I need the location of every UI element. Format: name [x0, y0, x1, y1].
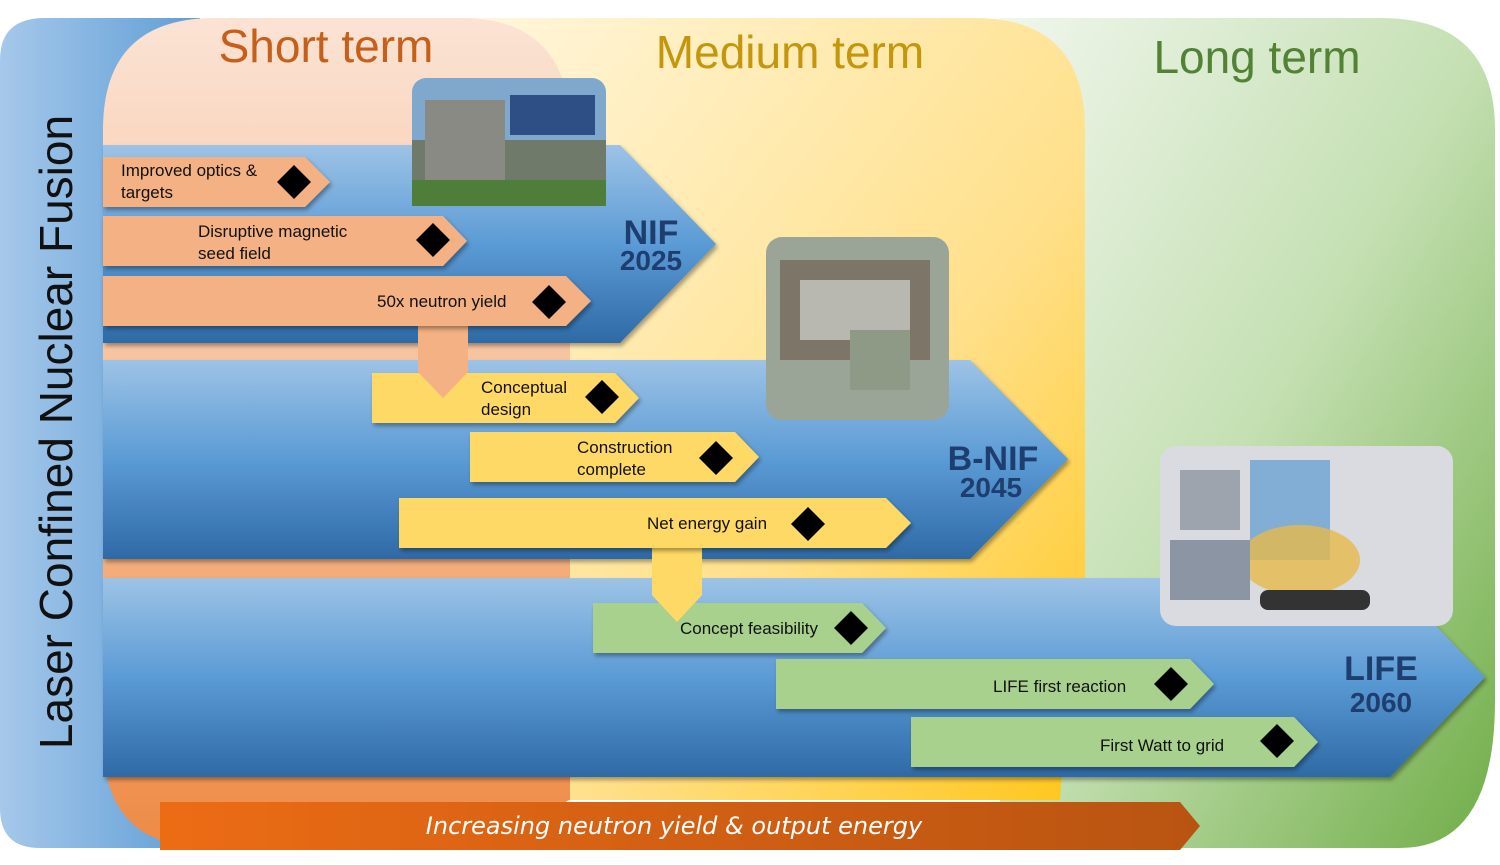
milestone-first-watt — [911, 717, 1318, 767]
bottom-progress-arrow — [160, 802, 1200, 850]
milestone-label: Conceptual — [481, 378, 567, 397]
milestone-label: Disruptive magnetic — [198, 222, 348, 241]
milestone-diamond-icon — [1154, 667, 1188, 701]
milestone-diamond-icon — [699, 441, 733, 475]
side-title: Laser Confined Nuclear Fusion — [30, 115, 82, 749]
milestone-label: 50x neutron yield — [377, 292, 506, 311]
milestone-construction-complete — [470, 432, 759, 482]
connector-bnif-to-life-tip — [652, 595, 702, 622]
milestone-label: Net energy gain — [647, 514, 767, 533]
phase-title-long: Long term — [1153, 31, 1360, 83]
milestone-improved-optics — [103, 157, 330, 207]
bnif-facility-image — [766, 237, 949, 420]
program-name-life: LIFE — [1344, 650, 1418, 688]
milestone-life-first-reaction — [776, 659, 1214, 709]
milestone-label: design — [481, 400, 531, 419]
program-year-nif: 2025 — [620, 245, 682, 276]
milestone-diamond-icon — [277, 165, 311, 199]
milestone-magnetic-seed — [103, 216, 467, 266]
milestone-diamond-icon — [834, 611, 868, 645]
milestone-diamond-icon — [791, 507, 825, 541]
milestone-label: First Watt to grid — [1100, 736, 1224, 755]
milestone-diamond-icon — [1260, 724, 1294, 758]
milestone-label: Concept feasibility — [680, 619, 818, 638]
milestone-neutron-yield — [103, 276, 591, 326]
phase-title-short: Short term — [219, 20, 434, 72]
program-name-nif: NIF — [624, 214, 679, 252]
phase-title-medium: Medium term — [656, 26, 924, 78]
milestone-diamond-icon — [585, 380, 619, 414]
milestone-label: seed field — [198, 244, 271, 263]
milestone-net-energy-gain — [399, 498, 911, 548]
milestone-diamond-icon — [532, 285, 566, 319]
nif-facility-image — [412, 78, 606, 206]
milestone-concept-feasibility — [593, 603, 886, 653]
program-name-bnif: B-NIF — [948, 440, 1039, 478]
milestone-diamond-icon — [416, 223, 450, 257]
milestone-label: targets — [121, 183, 173, 202]
milestone-label: LIFE first reaction — [993, 677, 1126, 696]
program-year-bnif: 2045 — [960, 472, 1022, 503]
life-plant-image — [1160, 446, 1453, 626]
connector-nif-to-bnif-tip — [418, 372, 468, 398]
milestone-label: Construction — [577, 438, 672, 457]
milestone-label: Improved optics & — [121, 161, 258, 180]
program-year-life: 2060 — [1350, 687, 1412, 718]
milestone-label: complete — [577, 460, 646, 479]
bottom-arrow-label: Increasing neutron yield & output energy — [426, 812, 923, 840]
